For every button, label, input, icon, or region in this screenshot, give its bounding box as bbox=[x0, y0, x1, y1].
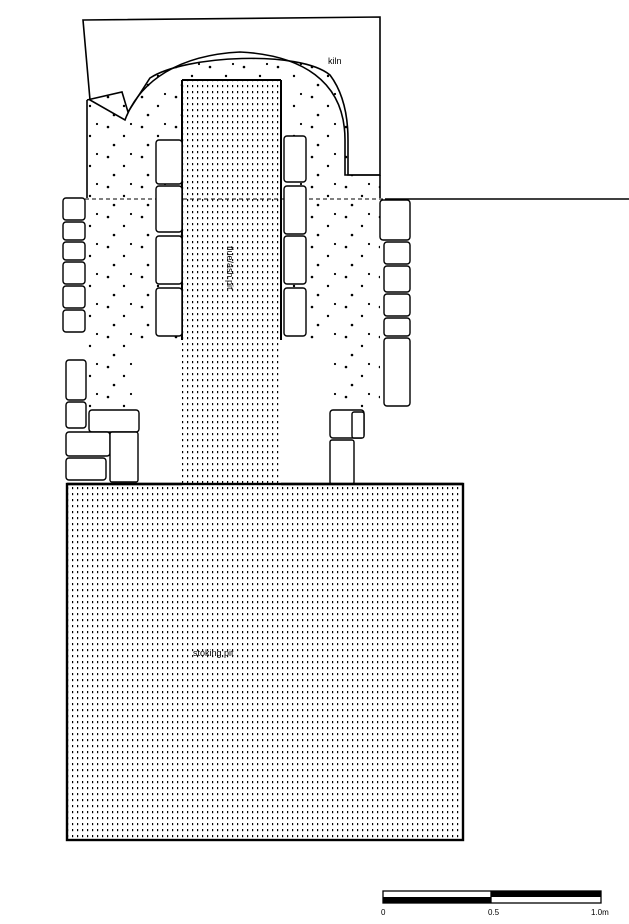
scale-tick-0-5: 0.5 bbox=[488, 908, 500, 917]
left-stone-wall bbox=[62, 197, 140, 483]
right-stone-wall bbox=[329, 199, 411, 485]
kiln-label: kiln bbox=[328, 56, 342, 66]
scale-tick-1-0m: 1.0m bbox=[591, 908, 609, 917]
scale-tick-0: 0 bbox=[381, 908, 386, 917]
flue-ash-pit bbox=[182, 80, 281, 485]
stoking-pit-label: stoking pit bbox=[193, 648, 234, 658]
stoking-pit bbox=[65, 482, 465, 842]
flue-bricks-right bbox=[283, 135, 307, 337]
flue-bricks-left bbox=[155, 139, 183, 337]
scale-bar: 0 0.5 1.0m bbox=[381, 890, 609, 917]
flue-label: flue/ash pit bbox=[225, 246, 235, 290]
